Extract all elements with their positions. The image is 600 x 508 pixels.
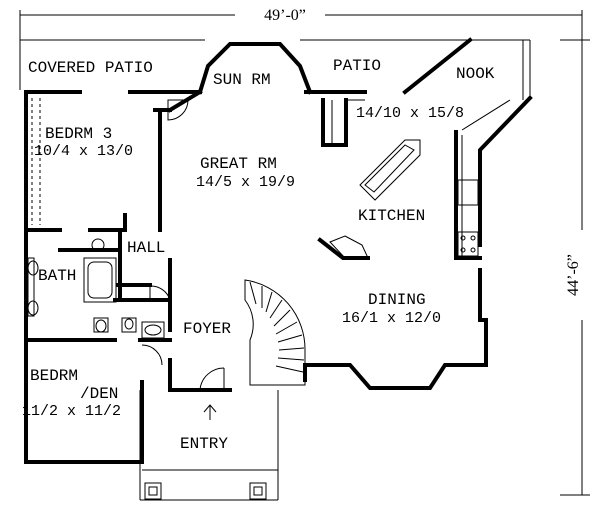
covered-patio-label: COVERED PATIO	[28, 59, 153, 77]
overall-depth-label: 44’-6”	[565, 254, 582, 296]
exterior-walls	[24, 37, 533, 464]
kitchen-size: 14/10 x 15/8	[356, 105, 464, 122]
doors	[31, 98, 225, 391]
entry-porch	[139, 390, 279, 501]
bedrm-den-label-line2: /DEN	[80, 385, 118, 403]
great-rm-label: GREAT RM	[200, 155, 277, 173]
bath-fixtures	[27, 238, 165, 339]
dining-size: 16/1 x 12/0	[342, 310, 441, 327]
entry-arrow-icon	[203, 404, 217, 413]
bedrm3-label: BEDRM 3	[45, 125, 112, 143]
patio-edges	[19, 39, 531, 100]
nook-label: NOOK	[456, 65, 495, 83]
dining-label: DINING	[368, 291, 426, 309]
depth-dimension: 44’-6”	[560, 39, 592, 496]
bath-label: BATH	[38, 267, 76, 285]
patio-label: PATIO	[333, 57, 381, 75]
bedrm3-size: 10/4 x 13/0	[34, 143, 133, 160]
great-rm-size: 14/5 x 19/9	[196, 174, 295, 191]
kitchen-label: KITCHEN	[358, 207, 425, 225]
hall-label: HALL	[127, 239, 165, 257]
spiral-staircase	[244, 279, 306, 386]
width-dimension: 49’-0”	[19, 4, 583, 40]
bedrm-den-size: 11/2 x 11/2	[22, 403, 121, 420]
bedrm-den-label-line1: BEDRM	[30, 367, 78, 385]
kitchen-fixtures	[329, 99, 511, 259]
sun-rm-label: SUN RM	[213, 71, 271, 89]
foyer-label: FOYER	[183, 320, 231, 338]
interior-walls	[24, 89, 482, 464]
overall-width-label: 49’-0”	[264, 7, 306, 24]
entry-label: ENTRY	[180, 435, 228, 453]
